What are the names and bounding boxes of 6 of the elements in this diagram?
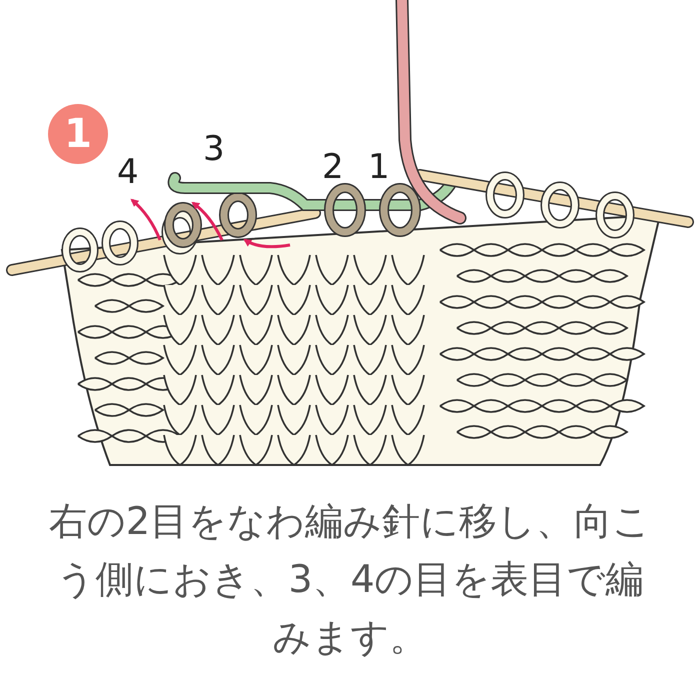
stitch-number: 3 [203, 132, 225, 166]
step-number-badge: 1 [48, 104, 108, 164]
instruction-text: 右の2目をなわ編み針に移し、向こう側におき、3、4の目を表目で編みます。 [48, 498, 652, 661]
stitch-number: 4 [117, 155, 139, 189]
stitch-number: 2 [322, 150, 344, 184]
stitch-number: 1 [368, 150, 390, 184]
